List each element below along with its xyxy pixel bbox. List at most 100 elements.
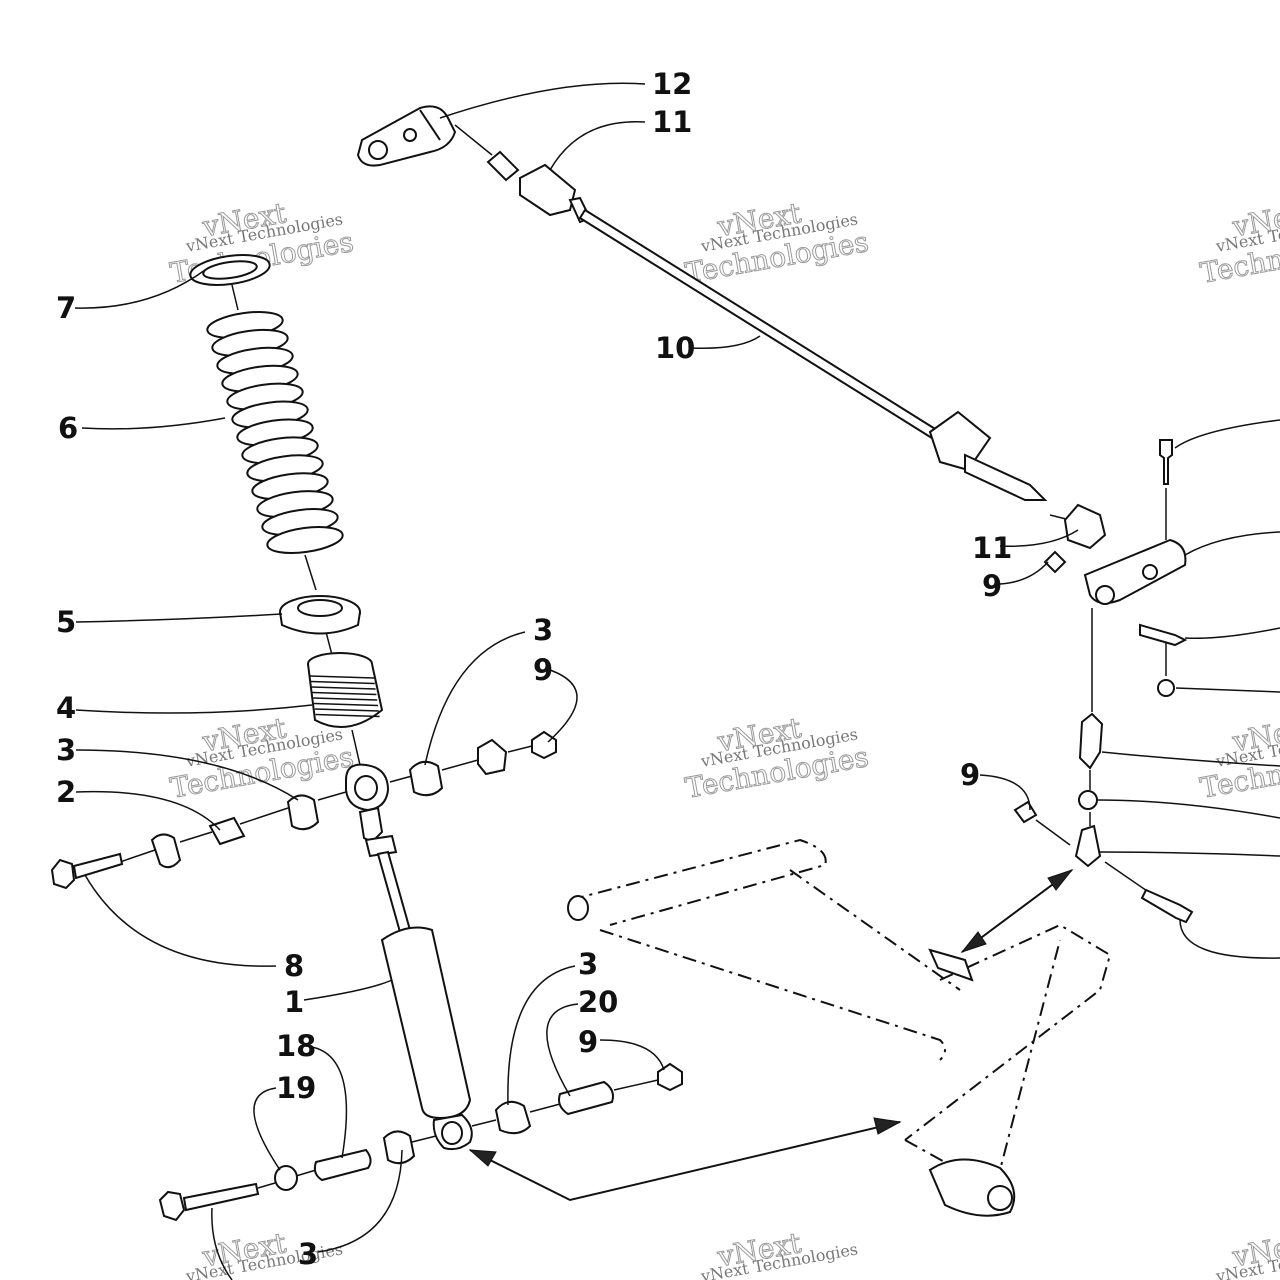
- part-labels: 12 11 7 10 6 11 9 5 3 9 4 3 9 2 8 1 3 20…: [56, 67, 1012, 1271]
- leader-right-edge: [1175, 687, 1280, 693]
- watermark: vNext vNext Technologies Technologies: [1197, 196, 1280, 291]
- part-label-9: 9: [960, 758, 980, 792]
- arm-bolt-lower: [1139, 623, 1188, 647]
- leader-9-lower: [599, 1039, 665, 1071]
- shock-lower-bore: [441, 1121, 463, 1145]
- leader-3-lower-right: [507, 965, 576, 1106]
- ball-stud: [1074, 824, 1102, 868]
- leader-6: [81, 417, 226, 430]
- part-label-20: 20: [578, 985, 618, 1019]
- upper-washer-right: [477, 738, 508, 776]
- part-label-5: 5: [56, 605, 76, 639]
- sleeve-rib: [312, 691, 377, 696]
- tie-rod-boot-lower: [928, 410, 992, 472]
- shock-upper-bore: [354, 775, 378, 801]
- lower-bushing-left: [382, 1130, 416, 1165]
- leader-right-edge: [1097, 799, 1280, 819]
- sleeve-rib: [310, 680, 375, 685]
- lower-spacer: [558, 1080, 614, 1116]
- part-label-10: 10: [655, 331, 695, 365]
- leader-right-edge: [1099, 851, 1280, 857]
- spindle-outline: [904, 923, 1112, 1141]
- spindle: [904, 923, 1112, 1217]
- leader-right-edge: [1184, 531, 1280, 556]
- rod-end-hole: [403, 128, 417, 142]
- leader-8: [84, 874, 277, 967]
- part-label-6: 6: [58, 411, 78, 445]
- axis-line: [454, 124, 493, 156]
- assembly-arrows: [468, 868, 1074, 1202]
- rod-end-bore: [368, 140, 388, 160]
- axis-line: [441, 759, 479, 771]
- axis-line: [389, 775, 413, 783]
- a-arm-phantom: [567, 838, 961, 1061]
- lower-bolt-head: [158, 1190, 186, 1222]
- lower-lock-nut: [657, 1062, 683, 1092]
- leader-lines: [74, 82, 1280, 1280]
- ball-joint-link: [1078, 712, 1104, 770]
- steering-arm-bolt: [1159, 439, 1173, 485]
- part-label-3: 3: [56, 733, 76, 767]
- lower-washer: [274, 1165, 298, 1191]
- part-label-11: 11: [972, 531, 1012, 565]
- leader-10: [689, 335, 761, 349]
- leader-7: [74, 269, 206, 309]
- shock-body: [380, 926, 472, 1120]
- tie-rod-threaded-end: [964, 453, 1048, 501]
- axis-line: [231, 284, 239, 311]
- part-label-18: 18: [276, 1029, 316, 1063]
- lower-sleeve: [313, 1148, 372, 1182]
- shock-piston-rod: [376, 850, 412, 934]
- leader-9-upper-right: [547, 669, 578, 743]
- part-label-3: 3: [298, 1237, 318, 1271]
- part-label-3: 3: [578, 947, 598, 981]
- shock-neck: [358, 806, 384, 844]
- leader-3-lower-left: [317, 1149, 403, 1253]
- sleeve-rib: [313, 702, 379, 707]
- watermark: vNext vNext Technologies Technologies: [1197, 711, 1280, 806]
- sleeve-rib: [314, 708, 379, 712]
- leader-3-upper-right: [424, 631, 526, 766]
- axis-line: [119, 849, 156, 863]
- steering-arm-hole: [1142, 564, 1158, 580]
- steering-arm-assembly: [1013, 439, 1194, 924]
- arrow-head: [873, 1117, 902, 1135]
- arrow-head: [960, 931, 987, 954]
- arrow-head: [468, 1149, 497, 1167]
- upper-lock-nut: [531, 730, 557, 760]
- spindle-foot-hole: [987, 1185, 1013, 1211]
- spindle-bracket: [928, 948, 974, 982]
- axis-line: [471, 1119, 497, 1127]
- leader-18: [304, 1045, 348, 1159]
- part-label-8: 8: [284, 949, 304, 983]
- jam-nut-right: [1043, 550, 1067, 574]
- axis-line: [351, 729, 361, 766]
- arrow-head: [1047, 868, 1074, 891]
- part-label-19: 19: [276, 1071, 316, 1105]
- leader-right-edge: [1101, 751, 1280, 767]
- leader-right-edge: [1179, 919, 1280, 959]
- leader-9-right: [999, 561, 1049, 585]
- ball-joint-nut: [1078, 790, 1098, 810]
- leader-2: [75, 790, 221, 831]
- leader-3-upper-left: [75, 749, 299, 801]
- shock-absorber: [345, 763, 473, 1151]
- tie-rod-boot-upper: [519, 163, 577, 217]
- axis-line: [529, 1103, 561, 1113]
- coil-spring: [206, 310, 344, 555]
- leader-11-top: [549, 120, 646, 171]
- retainer-ring-inner: [202, 260, 258, 280]
- upper-bolt-head: [50, 858, 76, 890]
- part-label-9: 9: [578, 1025, 598, 1059]
- ball-stud-nut: [1013, 800, 1038, 824]
- axis-line: [257, 1182, 276, 1189]
- part-label-11: 11: [652, 105, 692, 139]
- lower-mount-hardware: [158, 1062, 683, 1222]
- leader-5: [75, 613, 283, 623]
- leader-9-ball: [979, 774, 1031, 811]
- part-label-7: 7: [56, 291, 76, 325]
- spring-coil-turn: [266, 525, 344, 555]
- upper-bolt-shank: [72, 852, 124, 880]
- lower-bolt-shank: [182, 1182, 260, 1212]
